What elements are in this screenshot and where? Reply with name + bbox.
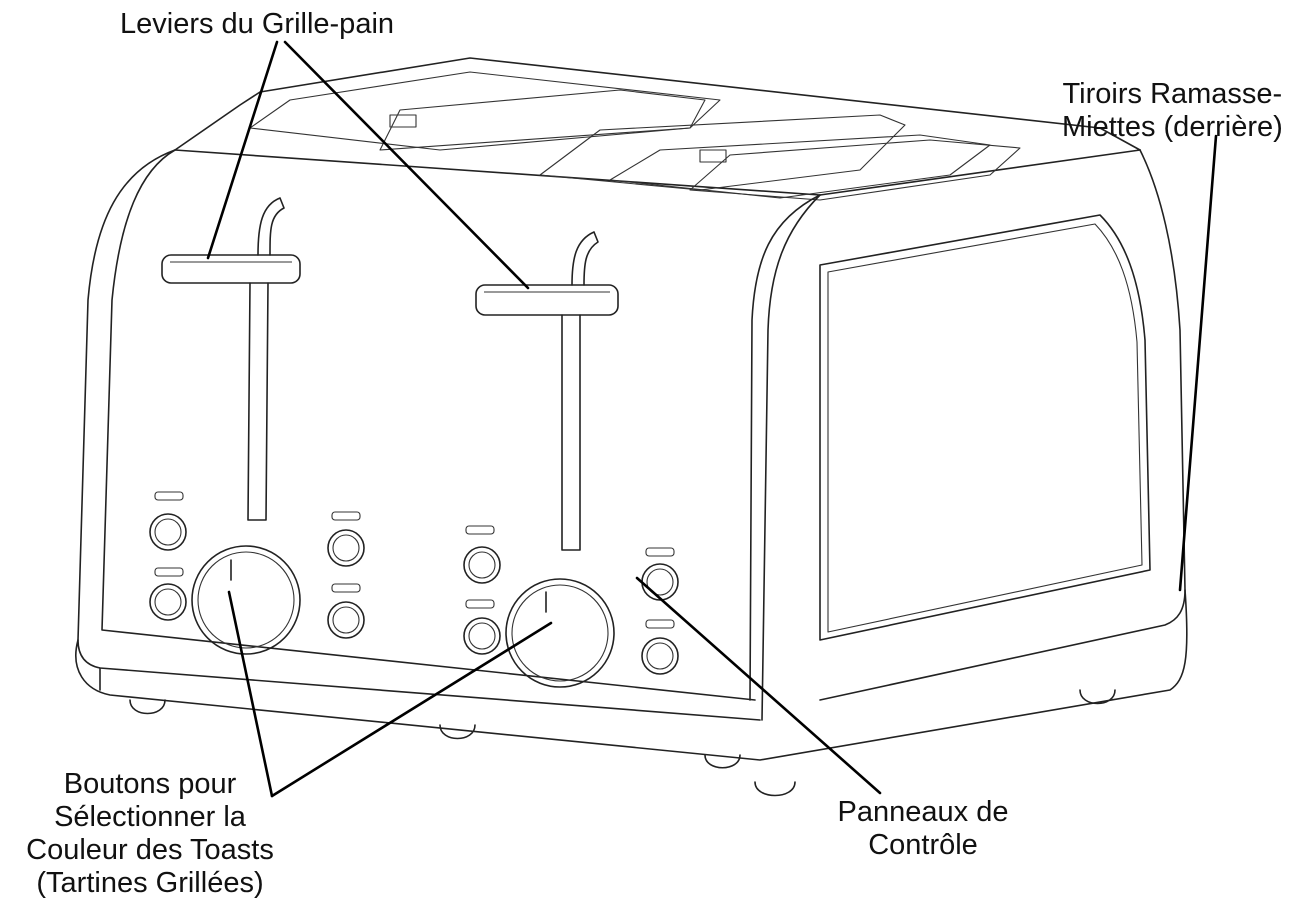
leader-crumb-tray (1178, 134, 1218, 592)
toaster-side (819, 149, 1186, 701)
callout-browning-buttons-line-2: Sélectionner la (54, 801, 246, 833)
leader-lines (206, 40, 1218, 798)
toaster-base (75, 589, 1188, 797)
callout-levers: Leviers du Grille-pain (120, 8, 394, 41)
callout-crumb-trays: Tiroirs Ramasse- Miettes (derrière) (1062, 78, 1283, 144)
callout-browning-buttons: Boutons pour Sélectionner la Couleur des… (0, 768, 300, 900)
callout-control-panels-line-1: Panneaux de (837, 796, 1009, 828)
lever-right (475, 231, 619, 551)
callout-crumb-trays-line-2: Miettes (derrière) (1062, 111, 1283, 143)
leader-lever-right (283, 40, 530, 290)
toaster-front (77, 149, 821, 721)
control-panel-left (149, 491, 365, 655)
leader-knob-left (227, 590, 274, 798)
leader-control-panel (635, 576, 882, 795)
callout-crumb-trays-line-1: Tiroirs Ramasse- (1062, 78, 1283, 110)
control-panel-right (463, 525, 679, 688)
callout-control-panels-line-2: Contrôle (868, 829, 978, 861)
callout-levers-line-1: Leviers du Grille-pain (120, 8, 395, 40)
callout-control-panels: Panneaux de Contrôle (818, 796, 1028, 862)
callout-browning-buttons-line-4: (Tartines Grillées) (36, 867, 264, 899)
callout-browning-buttons-line-3: Couleur des Toasts (26, 834, 274, 866)
lever-left (161, 197, 301, 521)
callout-browning-buttons-line-1: Boutons pour (63, 768, 237, 800)
leader-lever-left (206, 40, 279, 260)
toaster-top (174, 57, 1141, 201)
leader-knob-right (270, 621, 553, 798)
